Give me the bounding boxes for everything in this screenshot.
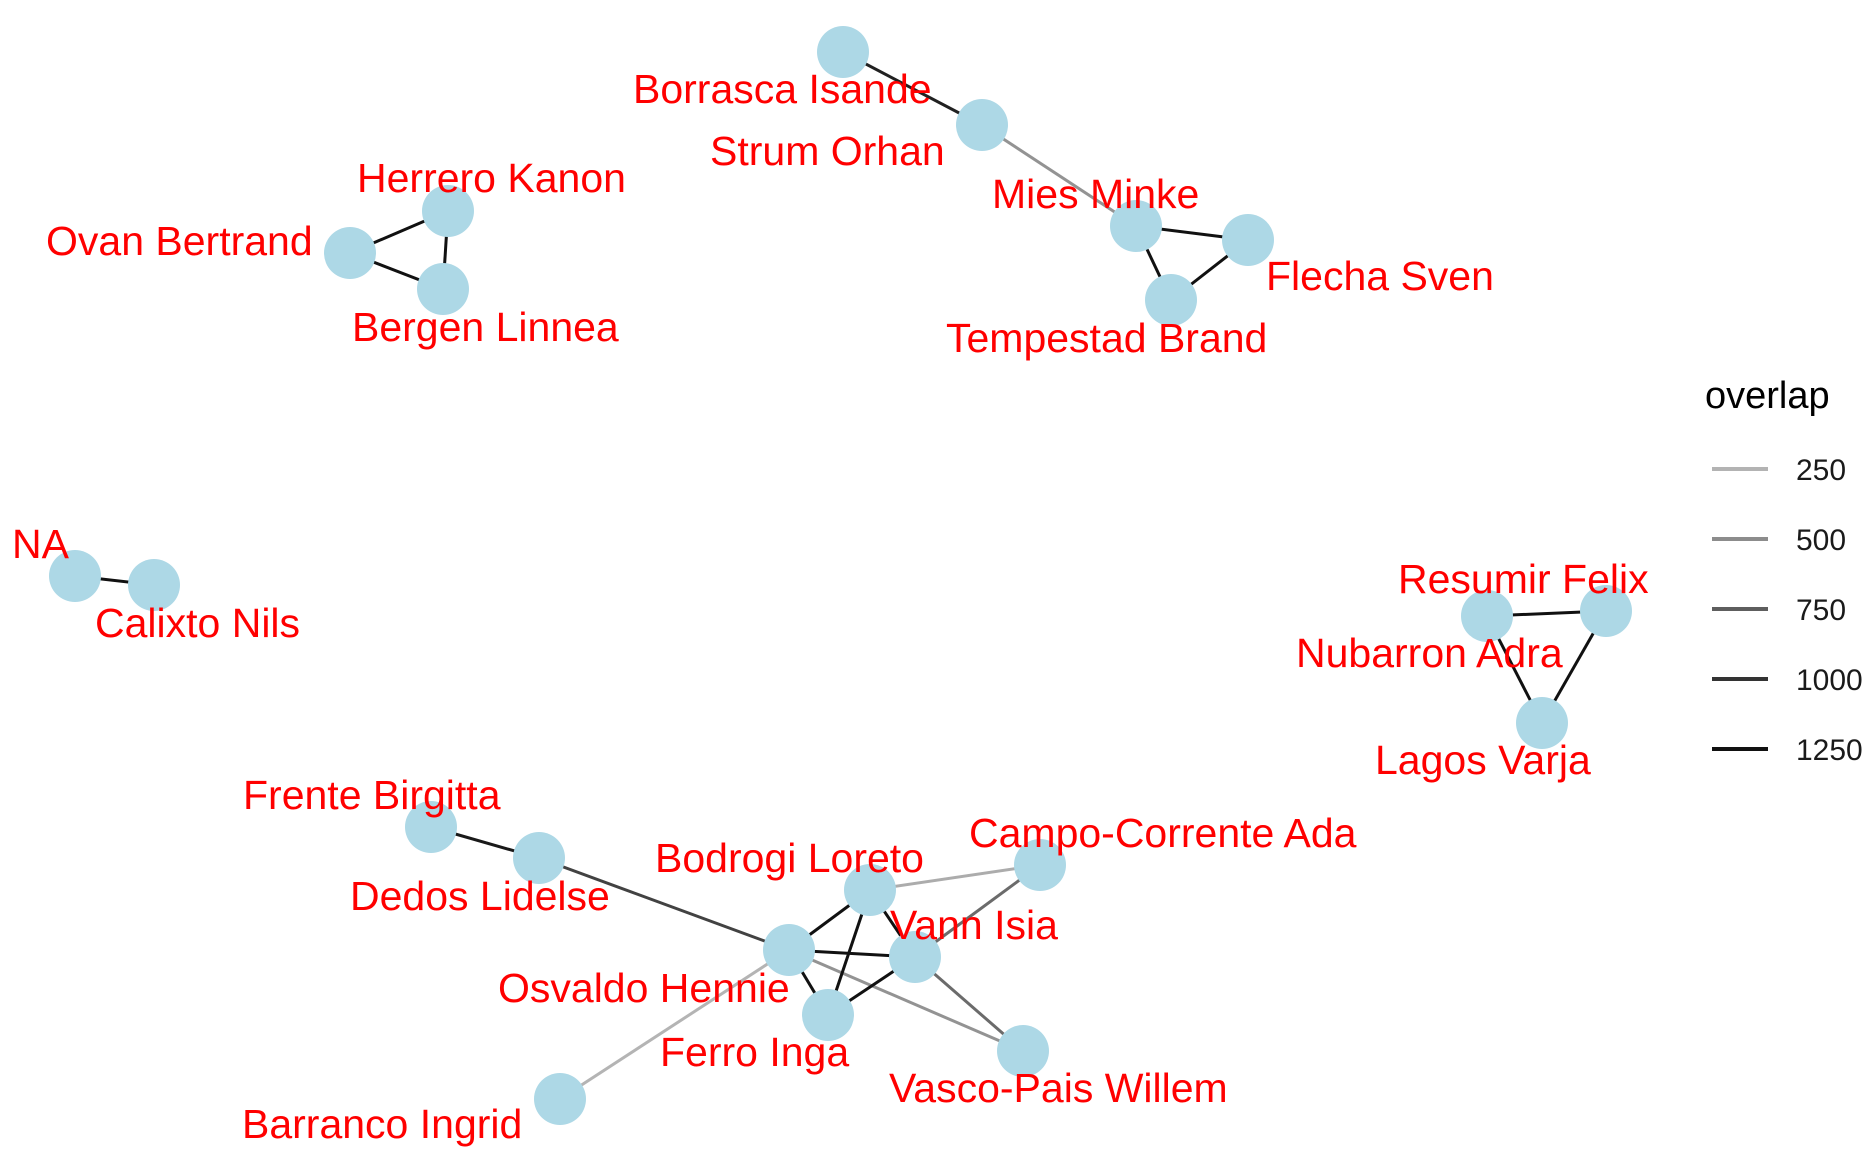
node-label-osvaldo: Osvaldo Hennie [498, 965, 790, 1011]
node-label-nubarron: Nubarron Adra [1296, 630, 1563, 676]
edge-osvaldo-vasco [788, 948, 1024, 1053]
edge-borrasca-strum [842, 50, 983, 127]
node-label-mies: Mies Minke [992, 171, 1199, 217]
edge-dedos-osvaldo [538, 856, 790, 952]
legend-title: overlap [1705, 375, 1830, 417]
node-frente [405, 801, 457, 853]
node-label-resumir: Resumir Felix [1398, 556, 1649, 602]
node-label-ovan: Ovan Bertrand [46, 218, 313, 264]
node-label-bergen: Bergen Linnea [352, 304, 619, 350]
edge-layer [74, 50, 1608, 1101]
edge-bodrogi-campo [869, 863, 1041, 892]
legend-label-500: 500 [1796, 524, 1846, 557]
node-label-vann: Vann Isia [890, 902, 1058, 948]
node-resumir [1580, 585, 1632, 637]
node-strum [956, 99, 1008, 151]
node-label-dedos: Dedos Lidelse [350, 873, 610, 919]
node-label-vasco: Vasco-Pais Willem [889, 1065, 1228, 1111]
legend-label-1000: 1000 [1796, 664, 1863, 697]
node-layer [49, 26, 1632, 1125]
node-label-frente: Frente Birgitta [243, 772, 501, 818]
node-bodrogi [844, 864, 896, 916]
node-label-tempestad: Tempestad Brand [946, 315, 1267, 361]
node-herrero [422, 185, 474, 237]
node-flecha [1222, 214, 1274, 266]
node-tempestad [1145, 274, 1197, 326]
node-vann [889, 931, 941, 983]
node-bergen [417, 263, 469, 315]
legend-items: 250 500 750 1000 1250 [1712, 454, 1863, 767]
node-dedos [513, 832, 565, 884]
node-label-flecha: Flecha Sven [1266, 253, 1494, 299]
edge-strum-mies [981, 123, 1137, 228]
node-label-calixto: Calixto Nils [95, 600, 300, 646]
node-label-na: NA [12, 521, 70, 567]
node-label-borrasca: Borrasca Isande [633, 66, 932, 112]
node-nubarron [1461, 590, 1513, 642]
legend-label-1250: 1250 [1796, 734, 1863, 767]
edge-osvaldo-barranco [559, 948, 790, 1101]
node-label-barranco: Barranco Ingrid [242, 1101, 522, 1147]
node-na [49, 550, 101, 602]
node-label-strum: Strum Orhan [710, 128, 945, 174]
node-label-campo: Campo-Corrente Ada [969, 810, 1357, 856]
node-ferro [802, 989, 854, 1041]
legend-label-750: 750 [1796, 594, 1846, 627]
node-osvaldo [763, 924, 815, 976]
node-label-lagos: Lagos Varja [1375, 737, 1591, 783]
node-label-herrero: Herrero Kanon [357, 155, 626, 201]
node-vasco [997, 1025, 1049, 1077]
node-calixto [128, 559, 180, 611]
node-label-bodrogi: Bodrogi Loreto [655, 835, 924, 881]
node-ovan [324, 227, 376, 279]
node-borrasca [817, 26, 869, 78]
node-lagos [1516, 697, 1568, 749]
node-campo [1014, 839, 1066, 891]
node-label-ferro: Ferro Inga [660, 1029, 849, 1075]
node-barranco [534, 1073, 586, 1125]
legend: overlap 250 500 750 1000 1250 [1705, 375, 1863, 767]
node-mies [1110, 200, 1162, 252]
legend-label-250: 250 [1796, 454, 1846, 487]
